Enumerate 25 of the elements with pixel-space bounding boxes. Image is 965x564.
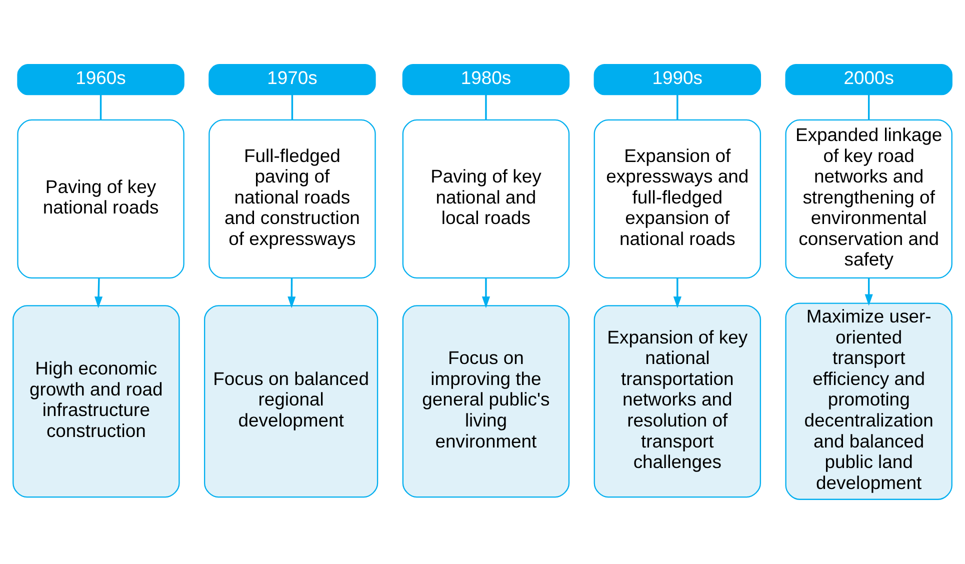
node-box: Maximize user-oriented transport efficiency and promoting decentralization and balanced public land development [785,302,952,500]
connector [868,94,870,120]
node-box: 1960s [17,64,184,96]
arrow [482,278,490,308]
node-box: 1980s [402,64,570,96]
node-box: Focus on improving the general public's living environment [402,305,570,498]
arrow [864,278,873,306]
node-box: Full-fledged paving of national roads and construction of expressways [208,119,376,279]
arrow [288,278,296,308]
connector [100,94,102,120]
node-box: Paving of key national roads [17,119,184,279]
node-box: 1970s [208,64,376,96]
node-box: Focus on balanced regional development [204,305,378,498]
arrow [94,278,103,308]
arrow [673,278,682,308]
node-box: Expansion of expressways and full-fledged expansion of national roads [594,119,761,279]
node-box: Expanded linkage of key road networks and strengthening of environmental conservation and safety [785,119,952,279]
connector [291,94,294,120]
node-box: Paving of key national and local roads [402,119,570,279]
connector [485,94,487,120]
node-box: High economic growth and road infrastructure construction [12,305,180,498]
node-box: Expansion of key national transportation networks and resolution of transport challenges [594,305,761,498]
connector [676,94,678,120]
node-box: 2000s [785,64,952,96]
node-box: 1990s [594,64,761,96]
